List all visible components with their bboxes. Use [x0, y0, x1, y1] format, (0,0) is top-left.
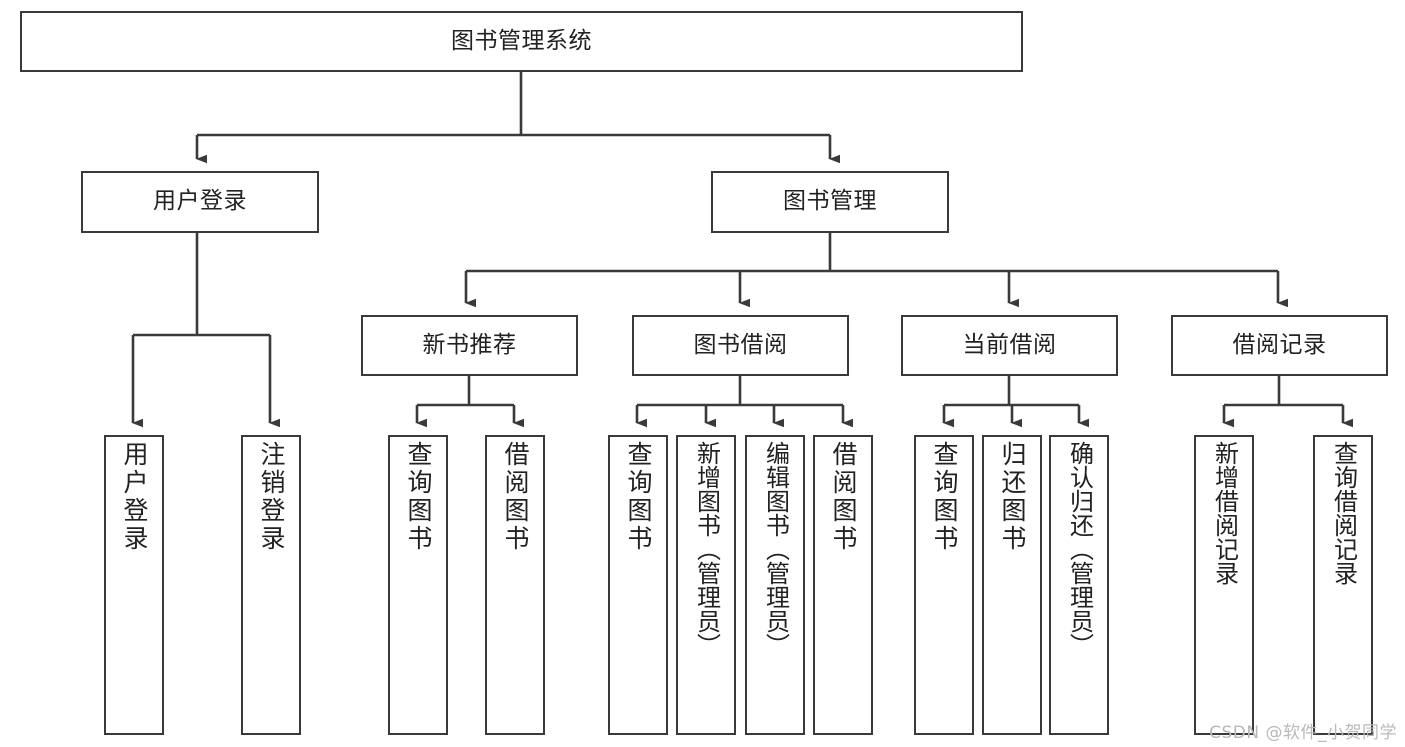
node-label: 归还图书 — [998, 441, 1027, 553]
leaf-borrow-borrow-book[interactable]: 借阅图书 — [813, 435, 873, 735]
node-label: 图书管理 — [783, 188, 877, 215]
node-current-borrow[interactable]: 当前借阅 — [901, 315, 1118, 376]
leaf-new-book-borrow-book[interactable]: 借阅图书 — [485, 435, 545, 735]
node-label: 查询图书 — [404, 441, 433, 553]
node-user-login[interactable]: 用户登录 — [81, 171, 319, 233]
leaf-new-book-query-book[interactable]: 查询图书 — [388, 435, 448, 735]
node-label: 查询借阅记录 — [1329, 441, 1358, 585]
node-label: 查询图书 — [624, 441, 653, 553]
node-root-book-management-system[interactable]: 图书管理系统 — [20, 11, 1023, 72]
node-label: 新增借阅记录 — [1210, 441, 1239, 585]
leaf-borrow-add-book-admin[interactable]: 新增图书（管理员） — [676, 435, 736, 735]
leaf-record-add-borrow-record[interactable]: 新增借阅记录 — [1194, 435, 1254, 735]
leaf-user-logout[interactable]: 注销登录 — [241, 435, 301, 735]
node-label: 新书推荐 — [422, 331, 517, 358]
node-label: 用户登录 — [153, 188, 247, 215]
leaf-current-query-book[interactable]: 查询图书 — [914, 435, 974, 735]
node-book-borrow[interactable]: 图书借阅 — [632, 315, 849, 376]
leaf-current-return-book[interactable]: 归还图书 — [982, 435, 1042, 735]
node-borrow-record[interactable]: 借阅记录 — [1171, 315, 1388, 376]
node-label: 图书借阅 — [693, 331, 788, 358]
node-book-management[interactable]: 图书管理 — [711, 171, 949, 233]
node-label: 图书管理系统 — [451, 27, 592, 54]
node-label: 当前借阅 — [962, 331, 1057, 358]
node-label: 用户登录 — [120, 441, 149, 553]
node-label: 借阅图书 — [501, 441, 530, 553]
node-label: 借阅记录 — [1232, 331, 1327, 358]
node-label: 编辑图书（管理员） — [761, 441, 790, 657]
node-new-book-recommend[interactable]: 新书推荐 — [361, 315, 578, 376]
leaf-user-login[interactable]: 用户登录 — [104, 435, 164, 735]
node-label: 新增图书（管理员） — [692, 441, 721, 657]
node-label: 查询图书 — [930, 441, 959, 553]
leaf-borrow-query-book[interactable]: 查询图书 — [608, 435, 668, 735]
node-label: 借阅图书 — [829, 441, 858, 553]
leaf-borrow-edit-book-admin[interactable]: 编辑图书（管理员） — [745, 435, 805, 735]
node-label: 注销登录 — [257, 441, 286, 553]
leaf-current-confirm-return-admin[interactable]: 确认归还（管理员） — [1049, 435, 1109, 735]
node-label: 确认归还（管理员） — [1065, 441, 1094, 657]
csdn-watermark: CSDN @软件_小贺同学 — [1209, 723, 1397, 743]
leaf-record-query-borrow-record[interactable]: 查询借阅记录 — [1313, 435, 1373, 735]
